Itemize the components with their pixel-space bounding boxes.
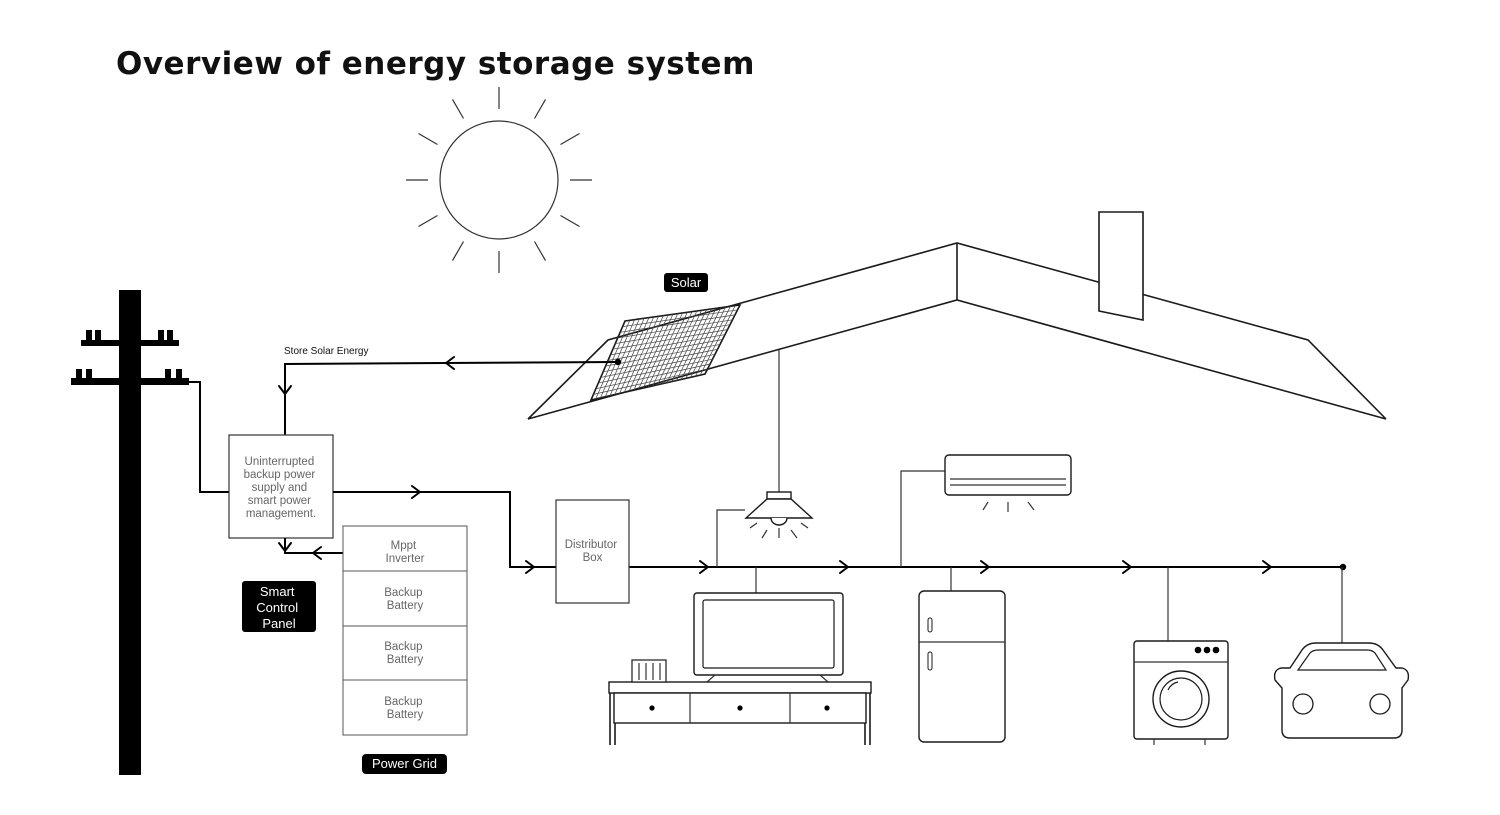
store-solar-energy-line: Store Solar Energy [278, 346, 622, 435]
solar-label: Solar [664, 273, 708, 292]
backup-battery-label: Backup Battery [384, 587, 426, 612]
store-solar-energy-label: Store Solar Energy [284, 346, 369, 357]
svg-text:Power Grid: Power Grid [372, 756, 437, 771]
sun-ray [533, 241, 547, 261]
smart-control-panel-label: Smart Control Panel [242, 581, 316, 632]
sun-ray [418, 132, 438, 146]
sun-ray [560, 132, 580, 146]
main-power-line [333, 485, 1347, 574]
solar-panel-icon [589, 303, 742, 402]
battery-link-line [278, 538, 343, 560]
tv-cabinet-icon [608, 659, 872, 745]
sun-icon [406, 87, 592, 273]
chimney-icon [1098, 211, 1144, 321]
distributor-box: Distributor Box [555, 499, 630, 604]
backup-battery-label: Backup Battery [384, 641, 426, 666]
page-title: Overview of energy storage system [116, 46, 755, 82]
sun-ray [533, 99, 547, 119]
washing-machine-icon [1133, 567, 1229, 745]
tv-icon [693, 567, 844, 683]
sun-ray [418, 214, 438, 228]
mppt-inverter-label: Mppt Inverter [386, 540, 425, 565]
house-roof-icon [527, 242, 1387, 420]
sun-ray [560, 214, 580, 228]
air-conditioner-icon [900, 454, 1072, 567]
sun-ray [451, 99, 465, 119]
sun-ray [451, 241, 465, 261]
power-grid-label: Power Grid [362, 754, 447, 774]
utility-pole-icon [71, 290, 189, 775]
grid-feed-line [188, 381, 229, 493]
svg-text:Distributor Box: Distributor Box [565, 539, 621, 564]
ceiling-lamp-icon [716, 350, 814, 567]
battery-stack: Mppt Inverter Backup Battery Backup Batt… [342, 525, 468, 736]
svg-text:Smart Control Pane: Smart Control Panel [256, 584, 302, 631]
svg-text:Solar: Solar [671, 275, 702, 290]
ups-box: Uninterrupted backup power supply and sm… [228, 434, 334, 539]
svg-text:Uninterrupted backup pow: Uninterrupted backup power supply and sm… [244, 456, 319, 520]
backup-battery-label: Backup Battery [384, 696, 426, 721]
refrigerator-icon [918, 567, 1006, 743]
car-icon [1273, 567, 1410, 739]
